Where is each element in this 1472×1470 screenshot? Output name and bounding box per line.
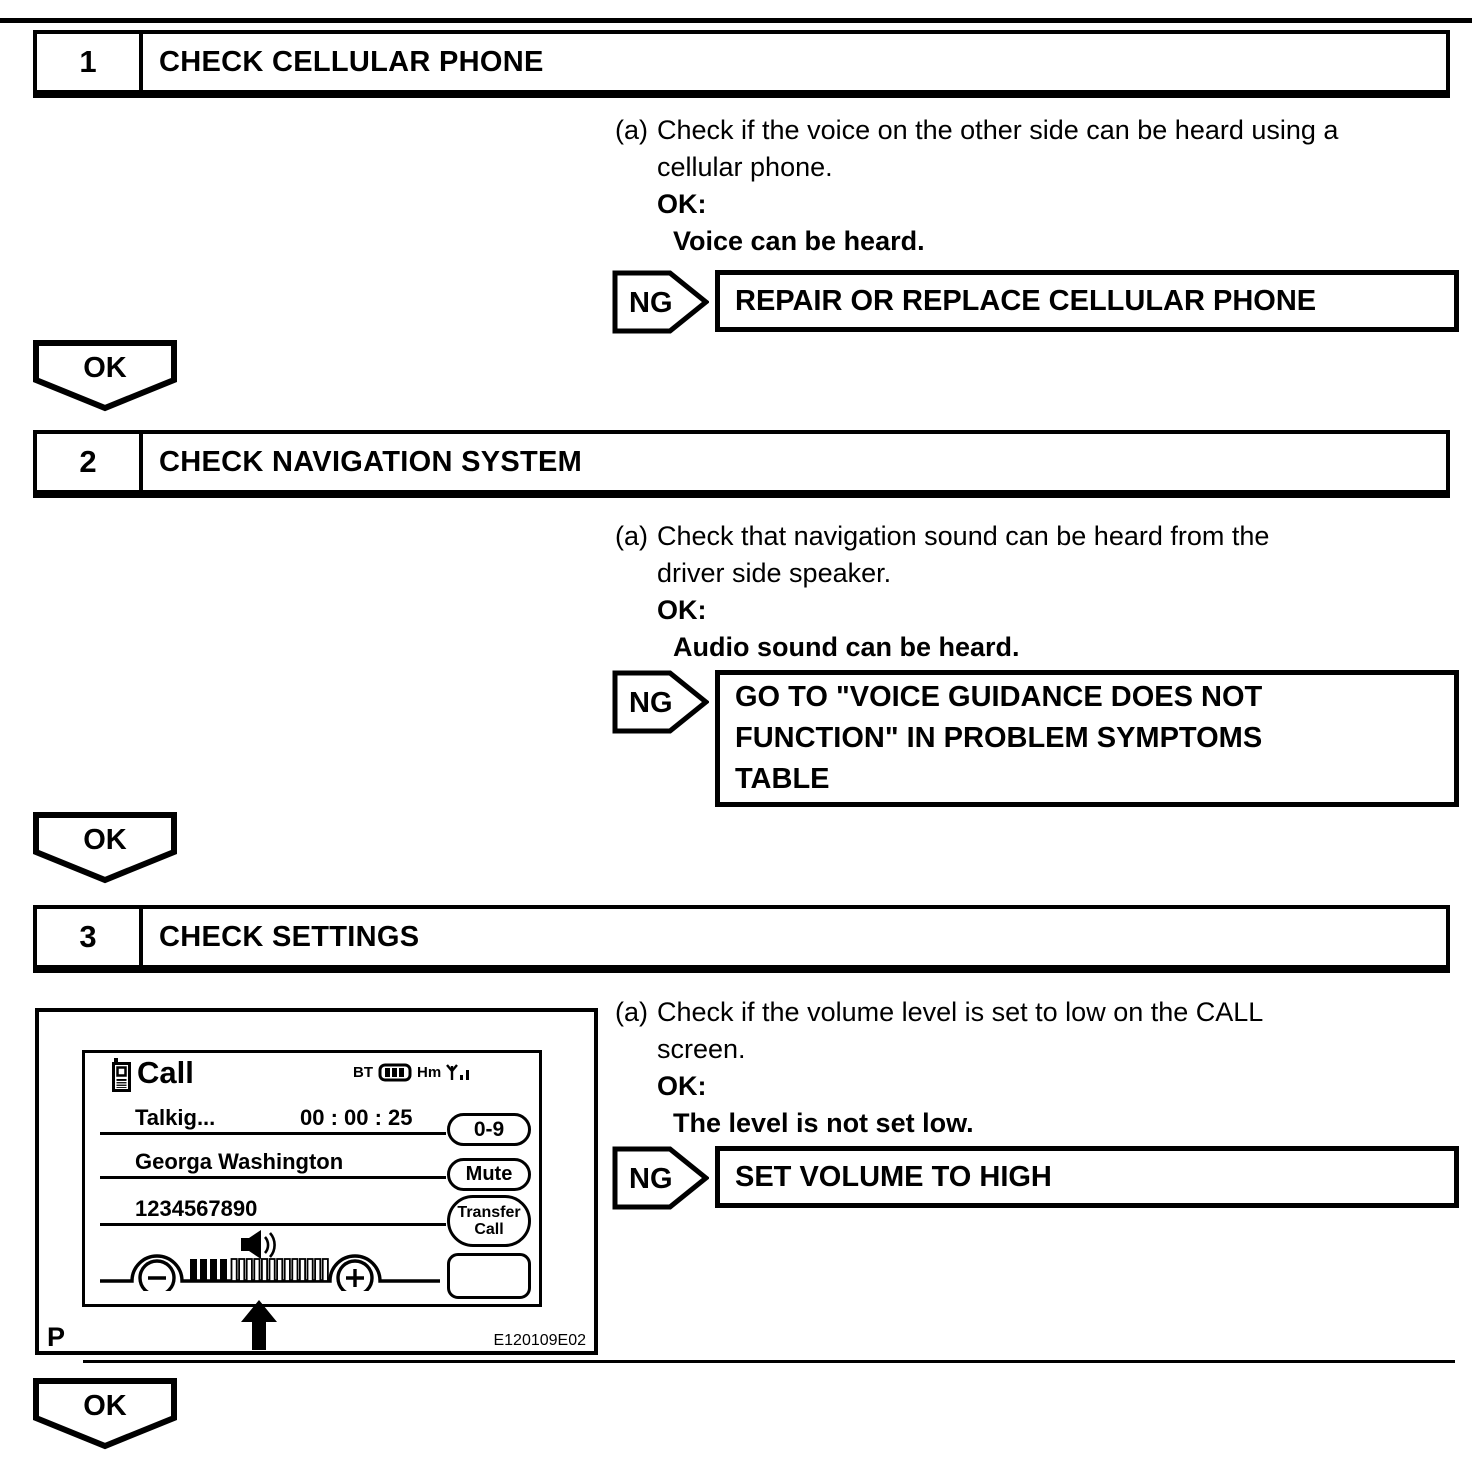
ok-arrow-label: OK (83, 824, 127, 856)
volume-plus-button (336, 1259, 374, 1291)
button-0-9: 0-9 (447, 1113, 531, 1146)
item-label: (a) (615, 997, 648, 1027)
ok-condition: Audio sound can be heard. (673, 632, 1020, 662)
caller-name: Georga Washington (135, 1149, 344, 1174)
speaker-icon (241, 1230, 276, 1259)
call-duration: 00 : 00 : 25 (300, 1105, 413, 1130)
volume-slider (100, 1230, 440, 1291)
hm-label: Hm (417, 1064, 442, 1081)
ok-arrow: OK (33, 812, 177, 884)
antenna-signal-icon (446, 1064, 470, 1080)
step-number: 2 (37, 434, 143, 490)
step-3-ng-row: NG SET VOLUME TO HIGH (612, 1146, 1459, 1210)
cell-phone-icon (112, 1058, 131, 1092)
item-text: Check if the voice on the other side can… (657, 115, 1339, 182)
ng-action-box: REPAIR OR REPLACE CELLULAR PHONE (715, 270, 1459, 332)
ok-condition: Voice can be heard. (673, 226, 925, 256)
button-blank (447, 1253, 531, 1299)
call-screen: Call BT Hm Talkig... 00 : 00 : 25 (82, 1050, 542, 1307)
volume-minus-button (138, 1259, 176, 1291)
pointer-arrow-icon (241, 1300, 277, 1350)
step-1-ng-row: NG REPAIR OR REPLACE CELLULAR PHONE (612, 270, 1459, 334)
phone-number-row: 1234567890 (100, 1194, 446, 1226)
step-2-ng-row: NG GO TO "VOICE GUIDANCE DOES NOT FUNCTI… (612, 670, 1459, 807)
ng-label: NG (629, 287, 673, 319)
step-3-header: 3 CHECK SETTINGS (33, 905, 1450, 973)
step-2-header: 2 CHECK NAVIGATION SYSTEM (33, 430, 1450, 498)
step-title: CHECK NAVIGATION SYSTEM (159, 445, 583, 478)
call-screen-title: Call (137, 1055, 194, 1090)
ng-label: NG (629, 687, 673, 719)
ok-arrow: OK (33, 340, 177, 412)
call-status-row: Talkig... 00 : 00 : 25 (100, 1103, 446, 1135)
ok-heading: OK: (657, 1071, 707, 1101)
ok-arrow-label: OK (83, 1390, 127, 1422)
step-1-instructions: (a) Check if the voice on the other side… (615, 112, 1465, 260)
ok-heading: OK: (657, 189, 707, 219)
step-2-instructions: (a) Check that navigation sound can be h… (615, 518, 1465, 666)
step-title: CHECK SETTINGS (159, 920, 420, 953)
item-label: (a) (615, 521, 648, 551)
ok-arrow-label: OK (83, 352, 127, 384)
button-transfer-call: Transfer Call (447, 1195, 531, 1247)
item-text: Check that navigation sound can be heard… (657, 521, 1270, 588)
button-mute: Mute (447, 1158, 531, 1191)
top-rule (0, 18, 1472, 23)
volume-bars (190, 1258, 329, 1282)
figure-box: Call BT Hm Talkig... 00 : 00 : 25 (35, 1008, 598, 1355)
battery-icon (378, 1063, 412, 1082)
figure-label-p: P (47, 1322, 66, 1352)
step-3-instructions: (a) Check if the volume level is set to … (615, 994, 1465, 1142)
ng-action-box: GO TO "VOICE GUIDANCE DOES NOT FUNCTION"… (715, 670, 1459, 807)
figure-code: E120109E02 (493, 1332, 586, 1349)
step-number: 1 (37, 34, 143, 90)
step-number: 3 (37, 909, 143, 965)
step-title: CHECK CELLULAR PHONE (159, 45, 544, 78)
ok-condition: The level is not set low. (673, 1108, 974, 1138)
bottom-rule (83, 1360, 1455, 1363)
ng-arrow-icon: NG (612, 670, 709, 734)
item-text: Check if the volume level is set to low … (657, 997, 1264, 1064)
ng-arrow-icon: NG (612, 270, 709, 334)
ng-arrow-icon: NG (612, 1146, 709, 1210)
call-state-text: Talkig... (135, 1105, 216, 1130)
status-bar: BT Hm (353, 1063, 472, 1082)
bt-label: BT (353, 1064, 373, 1081)
ng-label: NG (629, 1163, 673, 1195)
step-1-header: 1 CHECK CELLULAR PHONE (33, 30, 1450, 98)
item-label: (a) (615, 115, 648, 145)
caller-name-row: Georga Washington (100, 1147, 446, 1179)
ok-arrow: OK (33, 1378, 177, 1450)
phone-number: 1234567890 (135, 1196, 258, 1221)
ng-action-box: SET VOLUME TO HIGH (715, 1146, 1459, 1208)
ok-heading: OK: (657, 595, 707, 625)
